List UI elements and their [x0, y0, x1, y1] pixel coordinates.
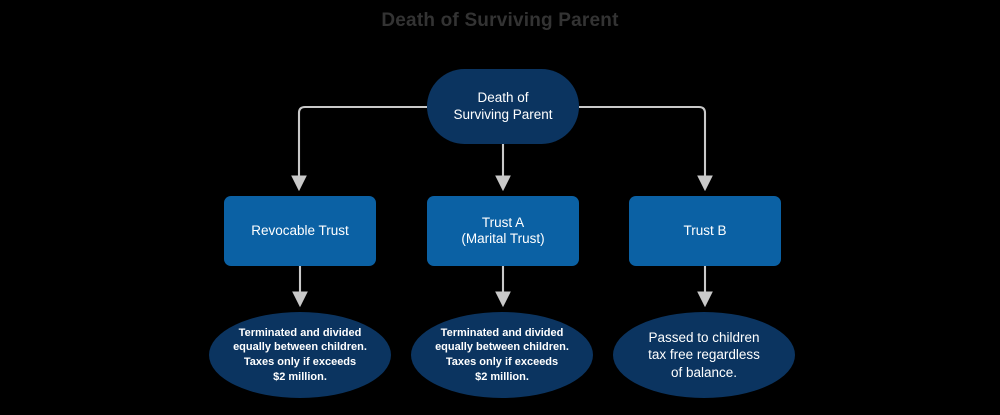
- node-label: Passed to children tax free regardless o…: [648, 329, 760, 380]
- node-trust-a[interactable]: Trust A (Marital Trust): [427, 196, 579, 266]
- node-label: Trust B: [683, 222, 727, 238]
- node-label: Terminated and divided equally between c…: [233, 326, 367, 383]
- node-label: Revocable Trust: [251, 222, 349, 238]
- node-death-of-surviving-parent[interactable]: Death of Surviving Parent: [427, 69, 579, 144]
- node-revocable-trust[interactable]: Revocable Trust: [224, 196, 376, 266]
- node-label: Death of Surviving Parent: [453, 90, 553, 122]
- node-trust-b-outcome[interactable]: Passed to children tax free regardless o…: [613, 312, 795, 398]
- node-trust-a-outcome[interactable]: Terminated and divided equally between c…: [411, 312, 593, 398]
- page-title: Death of Surviving Parent: [381, 10, 619, 31]
- edge-root-to-trust-b: [579, 105, 713, 192]
- node-label: Terminated and divided equally between c…: [435, 326, 569, 383]
- node-trust-b[interactable]: Trust B: [629, 196, 781, 266]
- node-label: Trust A (Marital Trust): [461, 214, 545, 246]
- node-revocable-trust-outcome[interactable]: Terminated and divided equally between c…: [209, 312, 391, 398]
- edge-root-to-revocable-trust: [291, 105, 427, 192]
